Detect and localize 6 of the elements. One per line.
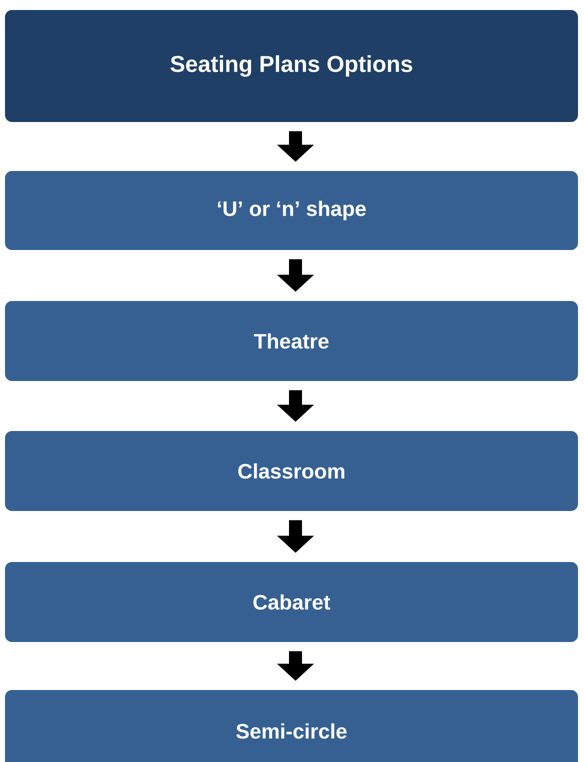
title-box: Seating Plans Options <box>5 10 578 122</box>
step-box: ‘U’ or ‘n’ shape <box>5 171 578 250</box>
step-box: Semi-circle <box>5 690 578 762</box>
step-box: Classroom <box>5 431 578 511</box>
step-box: Theatre <box>5 301 578 381</box>
step-box: Cabaret <box>5 562 578 642</box>
